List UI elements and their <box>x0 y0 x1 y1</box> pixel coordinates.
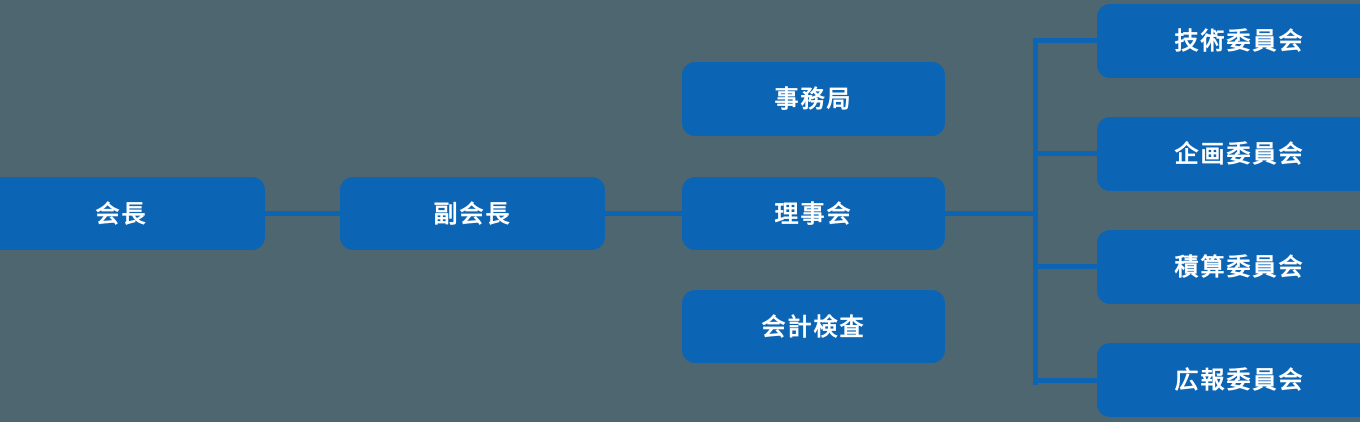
node-planning-committee[interactable]: 企画委員会 <box>1097 117 1360 191</box>
connector-committee-trunk <box>1033 40 1038 385</box>
connector-trunk-to-estimation-committee <box>1033 264 1099 269</box>
node-estimation-committee-label: 積算委員会 <box>1174 253 1305 281</box>
node-public-relations-committee-label: 広報委員会 <box>1174 366 1305 394</box>
node-president[interactable]: 会長 <box>0 177 265 250</box>
connector-president-to-vice-president <box>263 211 342 216</box>
node-public-relations-committee[interactable]: 広報委員会 <box>1097 343 1360 417</box>
node-board-of-directors[interactable]: 理事会 <box>682 177 945 250</box>
connector-board-to-committee-trunk <box>943 211 1038 216</box>
node-planning-committee-label: 企画委員会 <box>1174 140 1305 168</box>
node-accounting-audit-label: 会計検査 <box>761 312 866 341</box>
connector-trunk-to-technical-committee <box>1033 38 1099 43</box>
node-board-of-directors-label: 理事会 <box>774 199 853 228</box>
node-technical-committee[interactable]: 技術委員会 <box>1097 4 1360 78</box>
node-secretariat[interactable]: 事務局 <box>682 62 945 136</box>
node-estimation-committee[interactable]: 積算委員会 <box>1097 230 1360 304</box>
node-vice-president[interactable]: 副会長 <box>340 177 605 250</box>
node-vice-president-label: 副会長 <box>433 199 512 228</box>
node-technical-committee-label: 技術委員会 <box>1174 27 1305 55</box>
connector-vice-president-to-board <box>603 211 684 216</box>
node-accounting-audit[interactable]: 会計検査 <box>682 290 945 363</box>
node-president-label: 会長 <box>95 199 148 228</box>
node-secretariat-label: 事務局 <box>774 85 853 113</box>
connector-trunk-to-public-relations-committee <box>1033 378 1099 383</box>
connector-trunk-to-planning-committee <box>1033 151 1099 156</box>
